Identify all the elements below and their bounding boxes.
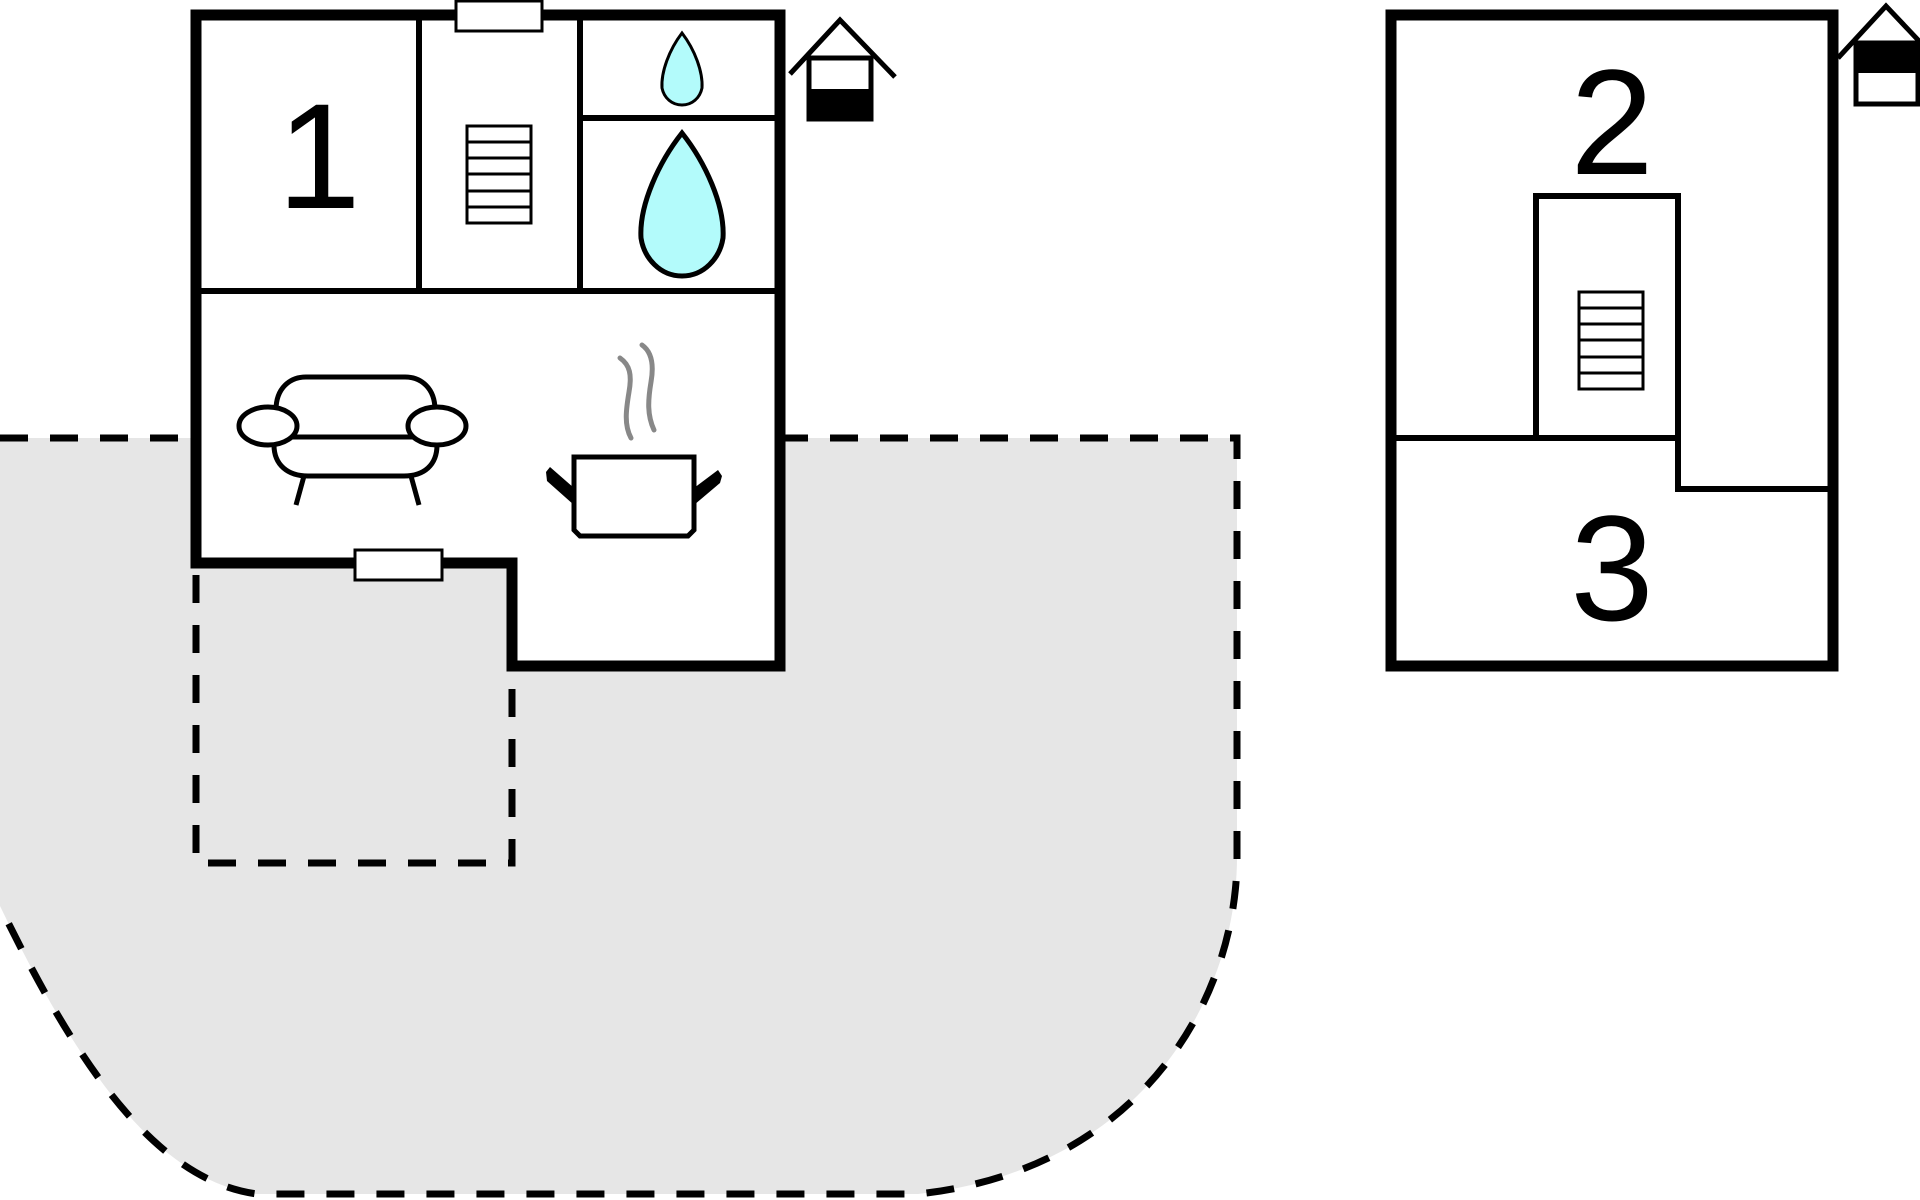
house-upper-floor-icon [1836,2,1920,107]
toilet-drop-icon [660,30,704,107]
window-icon [353,548,444,582]
house-ground-floor-icon [788,16,897,122]
terrace-outline [0,434,1241,1198]
stairs-icon [465,124,533,225]
shower-drop-icon [638,128,726,279]
room-3-label: 3 [1570,484,1653,652]
stair-room-wall [1533,193,1681,438]
window-icon [454,0,544,33]
upper-floor-plan: 2 3 [1385,2,1920,672]
exterior-wall [190,9,786,672]
terrace [0,434,1241,1198]
room-1-label: 1 [277,72,360,240]
terrace-fill [0,438,1237,1194]
sofa-icon [236,374,469,506]
ground-floor-plan: 1 [190,0,897,672]
cooking-pot-icon [546,342,722,539]
stairs-icon [1577,290,1645,391]
room-2-label: 2 [1570,38,1653,206]
